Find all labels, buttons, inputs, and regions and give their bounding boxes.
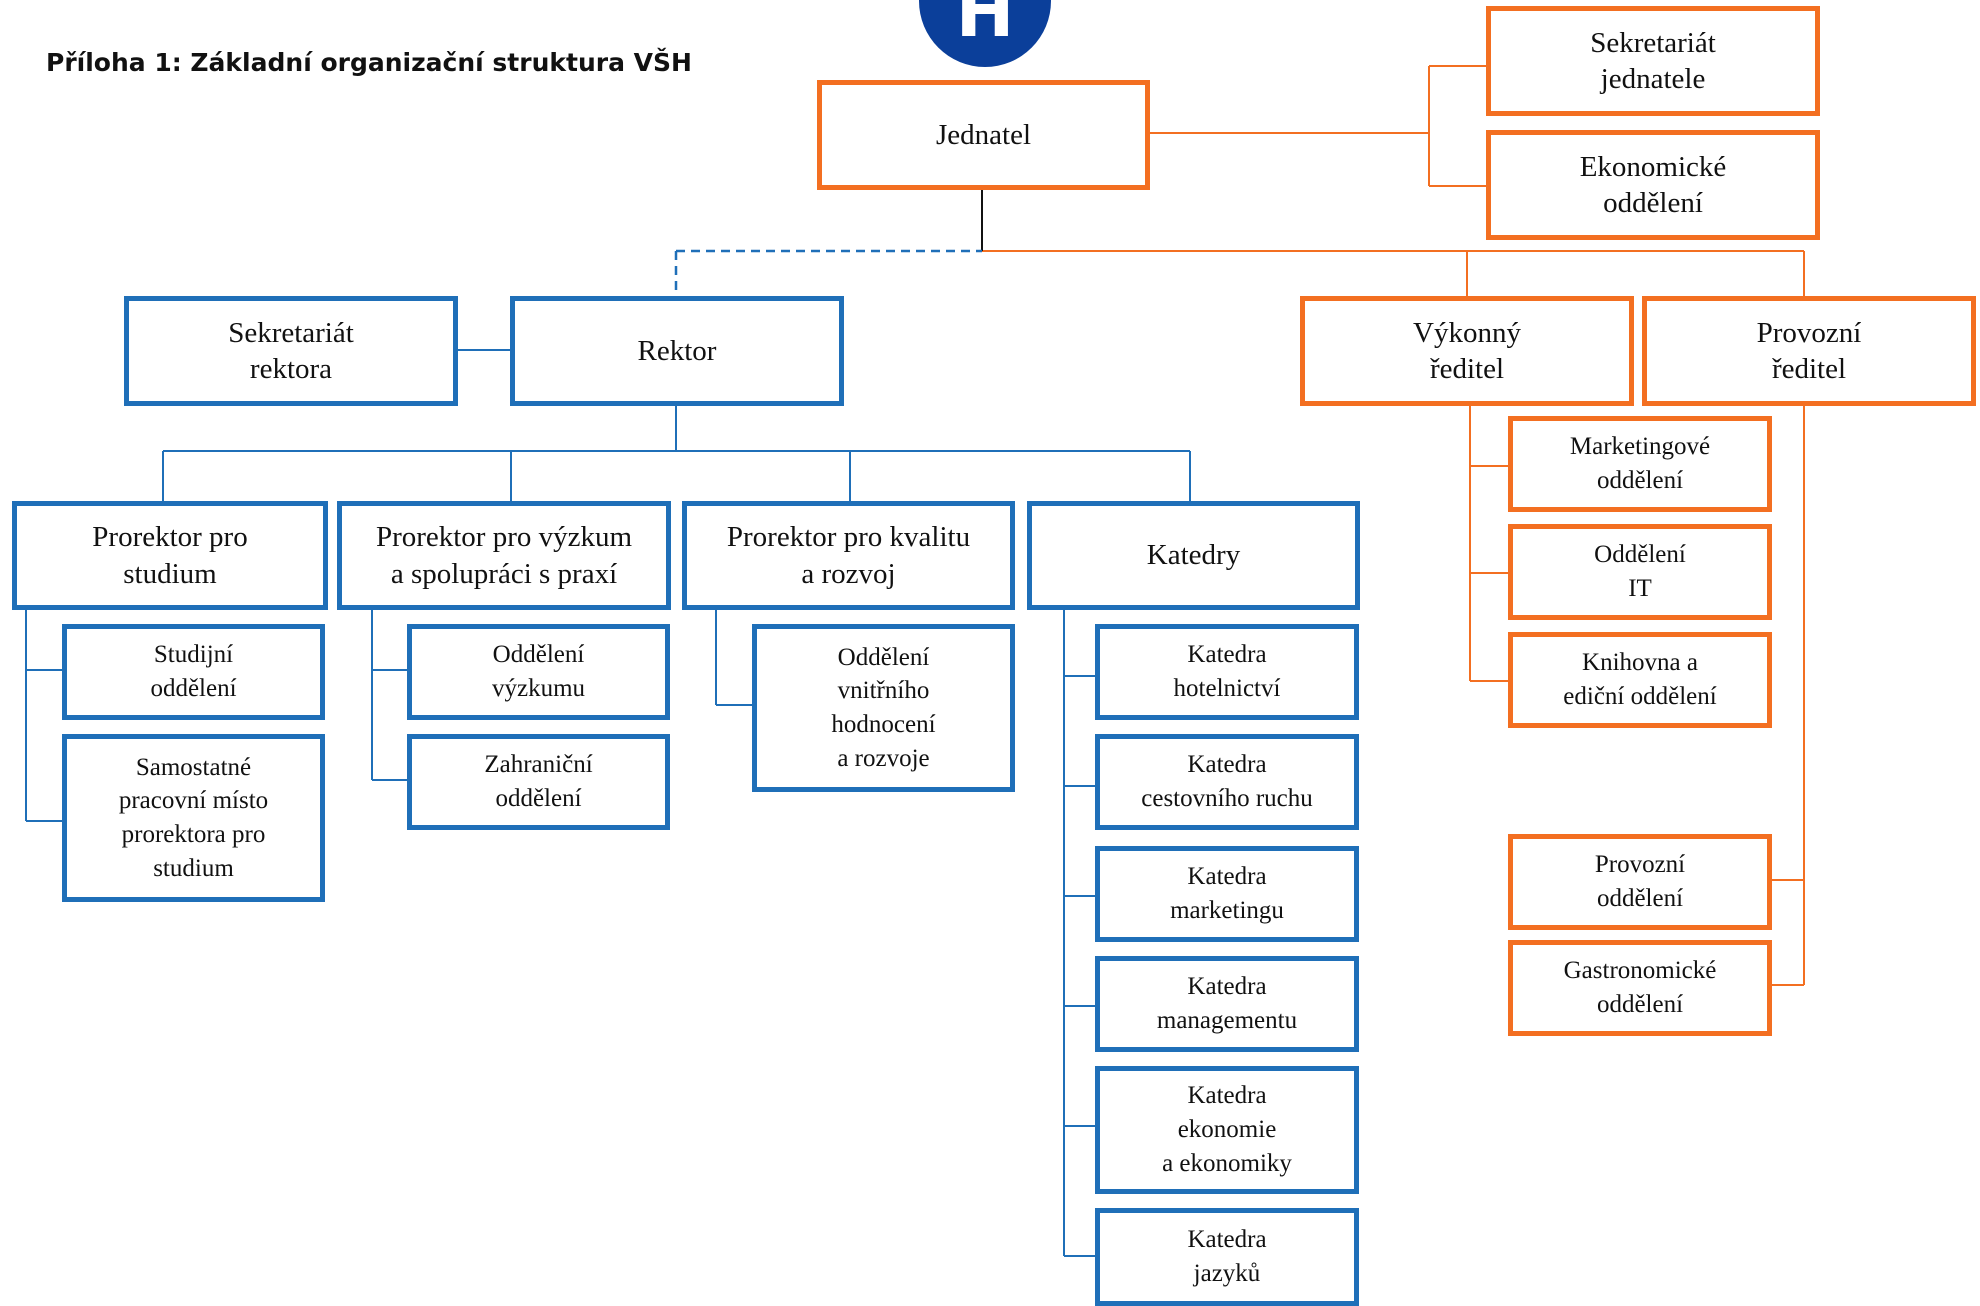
node-zahranicni-oddeleni: Zahraniční oddělení: [407, 734, 670, 830]
page-title: Příloha 1: Základní organizační struktur…: [46, 48, 692, 77]
node-sekretariat-jednatele: Sekretariát jednatele: [1486, 6, 1820, 116]
node-oddeleni-it: Oddělení IT: [1508, 524, 1772, 620]
node-katedra-hotelnictvi: Katedra hotelnictví: [1095, 624, 1359, 720]
node-rektor: Rektor: [510, 296, 844, 406]
node-prorektor-studium: Prorektor pro studium: [12, 501, 328, 610]
node-katedry: Katedry: [1027, 501, 1360, 610]
node-katedra-marketingu: Katedra marketingu: [1095, 846, 1359, 942]
node-provozni-oddeleni: Provozní oddělení: [1508, 834, 1772, 930]
node-katedra-jazyku: Katedra jazyků: [1095, 1208, 1359, 1306]
node-katedra-ekonomie: Katedra ekonomie a ekonomiky: [1095, 1066, 1359, 1194]
node-samostatne-misto: Samostatné pracovní místo prorektora pro…: [62, 734, 325, 902]
node-knihovna: Knihovna a ediční oddělení: [1508, 632, 1772, 728]
node-provozni-reditel: Provozní ředitel: [1642, 296, 1976, 406]
node-studijni-oddeleni: Studijní oddělení: [62, 624, 325, 720]
node-oddeleni-hodnoceni: Oddělení vnitřního hodnocení a rozvoje: [752, 624, 1015, 792]
node-jednatel: Jednatel: [817, 80, 1150, 190]
node-ekonomicke-oddeleni: Ekonomické oddělení: [1486, 130, 1820, 240]
node-vykonny-reditel: Výkonný ředitel: [1300, 296, 1634, 406]
node-katedra-cestovniho-ruchu: Katedra cestovního ruchu: [1095, 734, 1359, 830]
node-prorektor-kvalita: Prorektor pro kvalitu a rozvoj: [682, 501, 1015, 610]
university-logo: H: [919, 0, 1051, 67]
node-oddeleni-vyzkumu: Oddělení výzkumu: [407, 624, 670, 720]
node-gastronomicke-oddeleni: Gastronomické oddělení: [1508, 940, 1772, 1036]
logo-letter: H: [956, 0, 1015, 53]
node-marketingove-oddeleni: Marketingové oddělení: [1508, 416, 1772, 512]
node-katedra-managementu: Katedra managementu: [1095, 956, 1359, 1052]
node-prorektor-vyzkum: Prorektor pro výzkum a spolupráci s prax…: [337, 501, 671, 610]
node-sekretariat-rektora: Sekretariát rektora: [124, 296, 458, 406]
